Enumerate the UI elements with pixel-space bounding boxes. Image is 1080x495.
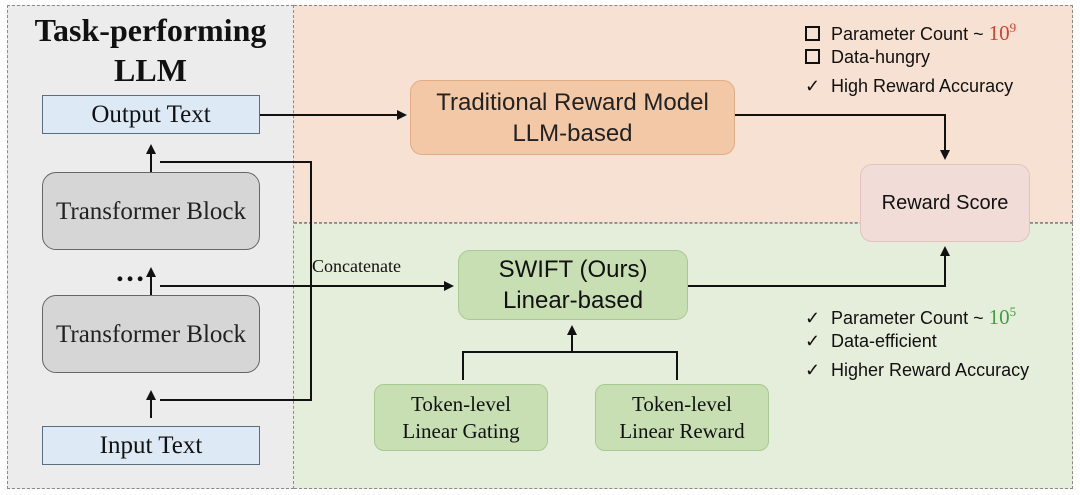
traditional-subtitle: LLM-based xyxy=(512,119,633,147)
linear-reward-label: Token-level Linear Reward xyxy=(619,391,745,443)
swift-box: SWIFT (Ours) Linear-based xyxy=(458,250,688,320)
swift-subtitle: Linear-based xyxy=(502,287,644,314)
linear-gating-label: Token-level Linear Gating xyxy=(402,391,520,443)
param-exponent: 105 xyxy=(988,304,1017,329)
llm-title: Task-performing LLM xyxy=(34,12,267,88)
swift-feature-param-count: ✓Parameter Count ~ 105 xyxy=(805,304,1017,329)
square-outline-icon xyxy=(805,22,831,46)
traditional-feature-param-count: Parameter Count ~ 109 xyxy=(805,16,1016,45)
checkmark-icon: ✓ xyxy=(805,360,821,380)
concatenate-label: Concatenate xyxy=(312,256,401,276)
transformer-block-upper: Transformer Block xyxy=(42,172,260,250)
ellipsis: … xyxy=(115,255,145,288)
swift-title: SWIFT (Ours) xyxy=(498,256,648,283)
output-text-box: Output Text xyxy=(42,95,260,134)
traditional-feature-accuracy: ✓High Reward Accuracy xyxy=(805,76,1014,96)
square-outline-icon xyxy=(805,45,831,69)
checkmark-icon: ✓ xyxy=(805,308,821,328)
input-text-box: Input Text xyxy=(42,426,260,465)
reward-score-box: Reward Score xyxy=(860,164,1030,242)
swift-feature-accuracy: ✓Higher Reward Accuracy xyxy=(805,360,1030,380)
linear-reward-box: Token-level Linear Reward xyxy=(595,384,769,451)
checkmark-icon: ✓ xyxy=(805,331,821,351)
traditional-title: Traditional Reward Model xyxy=(436,88,709,116)
param-exponent: 109 xyxy=(988,20,1017,45)
checkmark-icon: ✓ xyxy=(805,76,821,96)
swift-feature-data: ✓Data-efficient xyxy=(805,331,937,351)
traditional-reward-model-box: Traditional Reward Model LLM-based xyxy=(410,80,735,155)
linear-gating-box: Token-level Linear Gating xyxy=(374,384,548,451)
traditional-feature-data: Data-hungry xyxy=(805,45,930,69)
transformer-block-lower: Transformer Block xyxy=(42,295,260,373)
